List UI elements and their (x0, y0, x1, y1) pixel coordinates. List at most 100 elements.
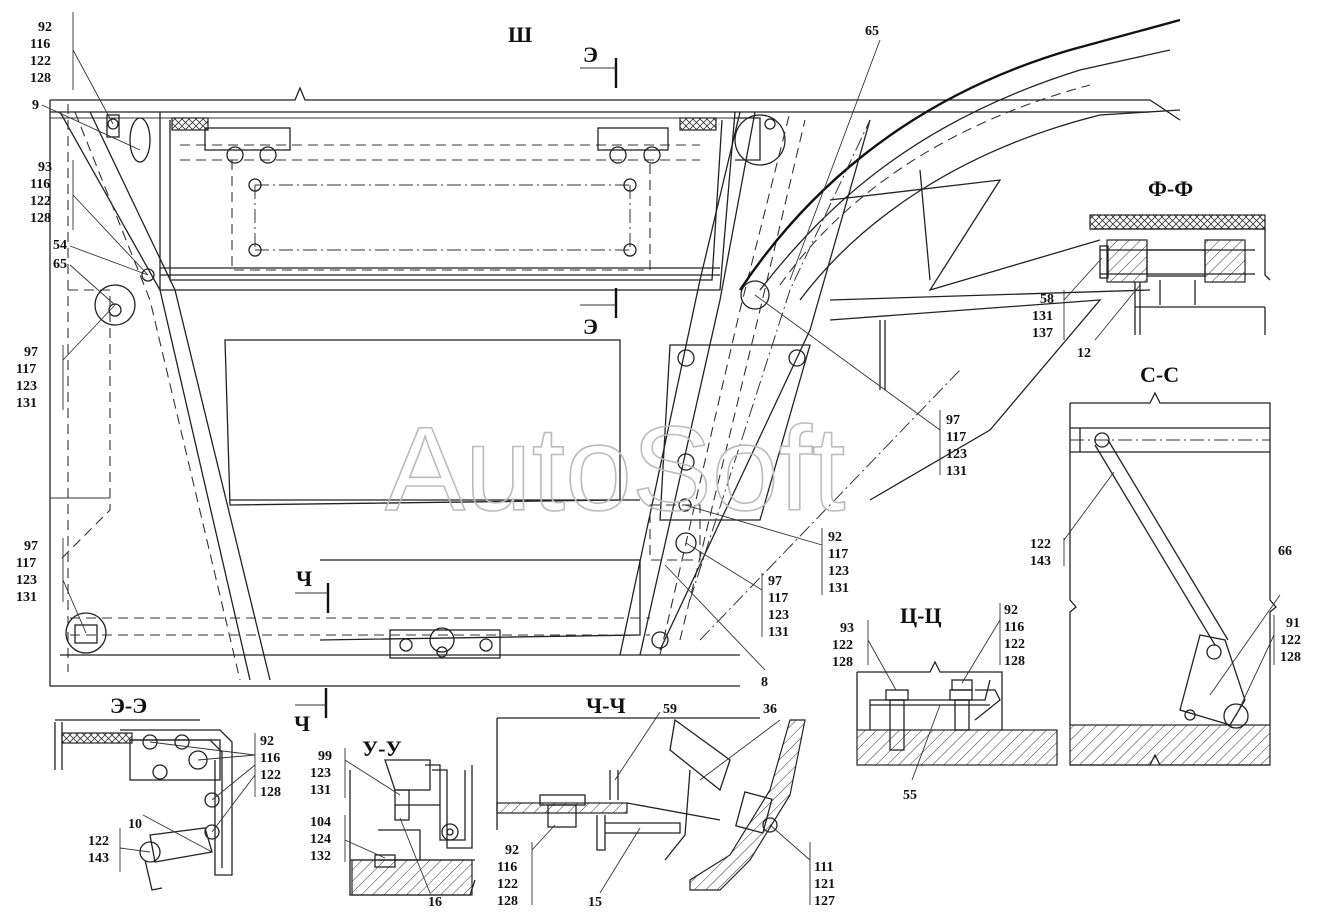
section-u-u (349, 759, 476, 896)
part-66: 66 (1278, 544, 1292, 559)
section-ts-ts (856, 660, 1058, 766)
svg-text:131: 131 (828, 581, 849, 596)
svg-text:97: 97 (768, 574, 782, 589)
svg-text:91: 91 (1286, 616, 1300, 631)
svg-text:117: 117 (768, 591, 788, 606)
part-65-top: 65 (865, 24, 879, 39)
svg-text:124: 124 (310, 832, 331, 847)
svg-text:122: 122 (497, 877, 518, 892)
svg-text:128: 128 (1280, 650, 1301, 665)
svg-text:131: 131 (768, 625, 789, 640)
part-59: 59 (663, 702, 677, 717)
svg-text:122: 122 (30, 194, 51, 209)
callout-mid-97: 97 117 123 131 (946, 413, 967, 479)
svg-text:123: 123 (310, 766, 331, 781)
svg-text:128: 128 (260, 785, 281, 800)
callout-s-s-91: 91 122 128 (1280, 616, 1301, 665)
svg-text:99: 99 (318, 749, 332, 764)
svg-text:127: 127 (814, 894, 835, 909)
watermark: AutoSoft (385, 402, 845, 536)
part-16: 16 (428, 895, 442, 910)
svg-text:122: 122 (30, 54, 51, 69)
callout-mid-92: 92 117 123 131 (828, 530, 849, 596)
svg-text:123: 123 (768, 608, 789, 623)
svg-text:58: 58 (1040, 292, 1054, 307)
view-title-sh: Ш (508, 22, 532, 47)
callout-ch-ch-111: 111 121 127 (814, 860, 835, 909)
cut-marks (295, 58, 618, 718)
svg-text:123: 123 (16, 573, 37, 588)
section-e-e (54, 719, 233, 891)
callout-u-u-99: 99 123 131 (310, 749, 332, 798)
svg-text:131: 131 (16, 590, 37, 605)
svg-text:128: 128 (30, 71, 51, 86)
callout-mid-97-lower: 97 117 123 131 (768, 574, 789, 640)
leader-lines (41, 12, 1281, 905)
svg-text:122: 122 (1004, 637, 1025, 652)
part-15: 15 (588, 895, 602, 910)
svg-text:116: 116 (30, 177, 50, 192)
view-title-s-s: С-С (1140, 362, 1179, 387)
svg-text:116: 116 (1004, 620, 1024, 635)
svg-text:122: 122 (88, 834, 109, 849)
svg-text:117: 117 (828, 547, 848, 562)
svg-text:123: 123 (946, 447, 967, 462)
svg-text:143: 143 (1030, 554, 1051, 569)
svg-text:92: 92 (505, 843, 519, 858)
cut-mark-e-top: Э (583, 42, 598, 67)
callout-f-f: 58 131 137 (1032, 292, 1054, 341)
svg-text:116: 116 (260, 751, 280, 766)
view-title-u-u: У-У (362, 736, 402, 761)
svg-text:117: 117 (946, 430, 966, 445)
svg-text:116: 116 (30, 37, 50, 52)
svg-text:117: 117 (16, 556, 36, 571)
part-12: 12 (1077, 346, 1091, 361)
callout-ts-93: 93 122 128 (832, 621, 854, 670)
svg-text:117: 117 (16, 362, 36, 377)
cut-mark-ch-top: Ч (296, 566, 312, 591)
view-title-ch-ch: Ч-Ч (586, 693, 626, 718)
callout-top-left: 92 116 122 128 (30, 20, 52, 86)
part-55: 55 (903, 788, 917, 803)
callout-u-u-104: 104 124 132 (310, 815, 331, 864)
svg-text:122: 122 (1280, 633, 1301, 648)
svg-text:121: 121 (814, 877, 835, 892)
svg-text:123: 123 (828, 564, 849, 579)
svg-text:132: 132 (310, 849, 331, 864)
view-title-e-e: Э-Э (110, 693, 147, 718)
cut-mark-e-mid: Э (583, 314, 598, 339)
svg-text:92: 92 (260, 734, 274, 749)
section-f-f (1089, 214, 1271, 335)
svg-text:93: 93 (38, 160, 52, 175)
part-10: 10 (128, 817, 142, 832)
callout-left-97-lower: 97 117 123 131 (16, 539, 38, 605)
callout-e-e-92: 92 116 122 128 (260, 734, 281, 800)
svg-text:92: 92 (38, 20, 52, 35)
view-title-f-f: Ф-Ф (1148, 176, 1193, 201)
part-54: 54 (53, 238, 67, 253)
top-hinge-blocks (171, 117, 717, 257)
svg-text:92: 92 (828, 530, 842, 545)
callout-left-93: 93 116 122 128 (30, 160, 52, 226)
svg-text:131: 131 (310, 783, 331, 798)
svg-text:97: 97 (24, 539, 38, 554)
svg-text:128: 128 (30, 211, 51, 226)
part-36: 36 (763, 702, 777, 717)
svg-text:131: 131 (946, 464, 967, 479)
svg-text:128: 128 (832, 655, 853, 670)
part-9: 9 (32, 98, 39, 113)
svg-text:104: 104 (310, 815, 331, 830)
callout-e-e-122: 122 143 (88, 834, 109, 866)
section-ch-ch (496, 717, 806, 891)
svg-text:93: 93 (840, 621, 854, 636)
svg-text:143: 143 (88, 851, 109, 866)
svg-text:131: 131 (1032, 309, 1053, 324)
left-bolts (65, 114, 786, 654)
callout-s-s-122: 122 143 (1030, 537, 1051, 569)
svg-text:131: 131 (16, 396, 37, 411)
svg-text:122: 122 (260, 768, 281, 783)
svg-text:97: 97 (24, 345, 38, 360)
svg-text:137: 137 (1032, 326, 1053, 341)
callout-ts-92: 92 116 122 128 (1004, 603, 1025, 669)
